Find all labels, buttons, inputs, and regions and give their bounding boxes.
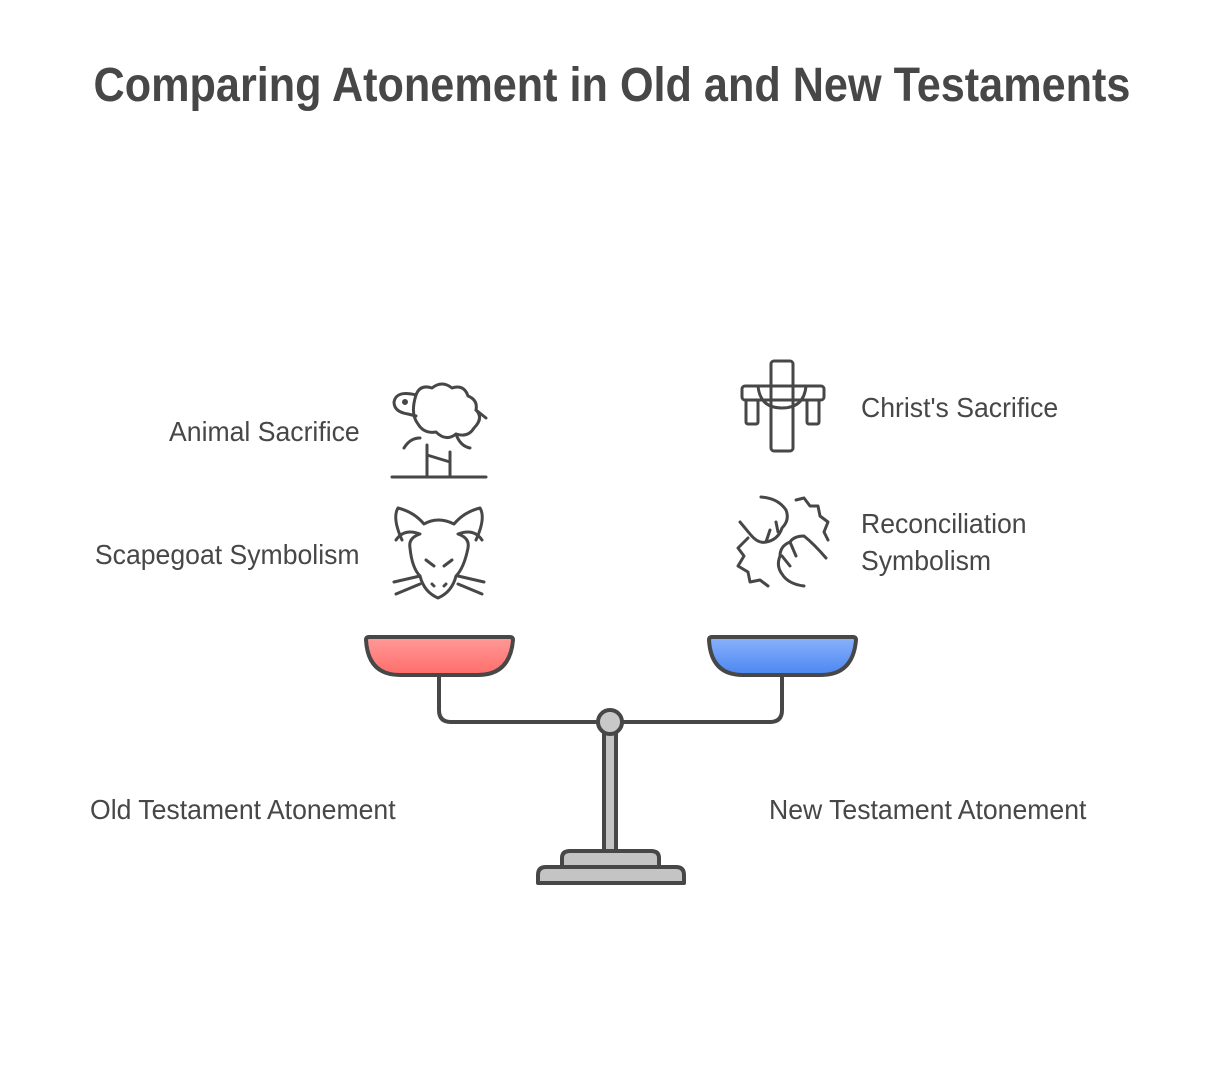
label-animal-sacrifice: Animal Sacrifice — [169, 416, 360, 447]
label-reconciliation-line1: Reconciliation — [861, 508, 1027, 539]
goat-icon — [392, 506, 486, 600]
post — [602, 730, 618, 854]
label-reconciliation-line2: Symbolism — [861, 545, 992, 576]
base-lower — [536, 865, 686, 885]
left-pan — [364, 635, 515, 677]
diagram-title: Comparing Atonement in Old and New Testa… — [93, 59, 1131, 112]
handshake-icon — [736, 495, 830, 588]
label-old-testament: Old Testament Atonement — [90, 794, 396, 825]
base-upper — [560, 849, 661, 869]
sheep-icon — [390, 382, 488, 479]
cross-icon — [740, 359, 826, 453]
pivot — [596, 708, 624, 736]
right-pan — [707, 635, 858, 677]
label-christs-sacrifice: Christ's Sacrifice — [861, 392, 1059, 423]
label-scapegoat-symbolism: Scapegoat Symbolism — [95, 539, 360, 570]
label-new-testament: New Testament Atonement — [769, 794, 1087, 825]
